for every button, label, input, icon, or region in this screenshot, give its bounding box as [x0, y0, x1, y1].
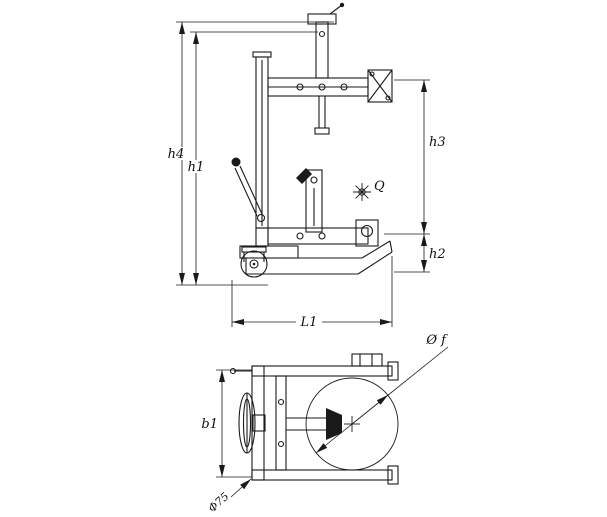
- plan-view: Ø f b1 Φ75: [201, 333, 449, 515]
- hand-lever: [231, 157, 266, 223]
- lifter-machine: Q: [231, 2, 393, 278]
- dimension-L1: L1: [231, 256, 393, 330]
- dimension-h4: h4: [167, 21, 334, 286]
- dimension-label-h4: h4: [168, 147, 185, 162]
- dimension-h3: h3: [384, 79, 446, 235]
- dimension-h2: h2: [394, 234, 446, 273]
- load-label: Q: [374, 179, 385, 194]
- dimension-b1: b1: [201, 369, 252, 478]
- diameter-leader: Ø f: [315, 333, 449, 454]
- clamp-carriage: [296, 168, 323, 233]
- corner-annotation: Φ75: [206, 478, 252, 515]
- handwheel: [238, 392, 266, 454]
- dimension-label-h1: h1: [188, 160, 205, 175]
- plan-frame: [229, 353, 399, 485]
- side-view: Q h4 h1 h3 h2: [167, 2, 446, 330]
- dimension-label-h3: h3: [429, 135, 446, 150]
- dimension-h1: h1: [187, 31, 318, 285]
- drum-diameter-label: Ø f: [425, 333, 448, 348]
- corner-label: Φ75: [206, 490, 232, 515]
- clamp-head: [307, 2, 345, 135]
- dimension-label-b1: b1: [201, 417, 218, 432]
- load-point-marker: Q: [353, 179, 385, 201]
- top-arm: [267, 69, 393, 103]
- front-wheel: [240, 246, 268, 278]
- dimension-label-L1: L1: [300, 315, 318, 330]
- dimension-label-h2: h2: [429, 247, 446, 262]
